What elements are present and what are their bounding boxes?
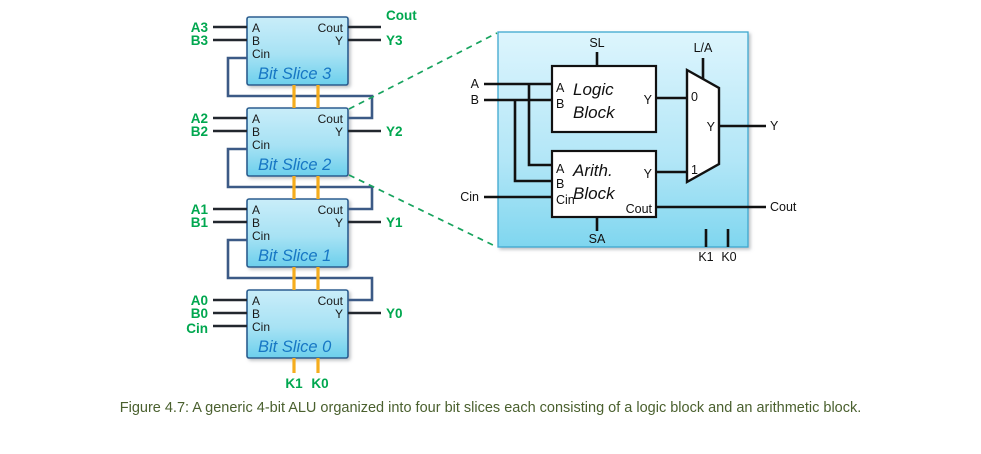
slice-0-pin-y: Y: [335, 307, 343, 321]
arith-block-title-line2: Block: [573, 184, 616, 203]
figure-caption: Figure 4.7: A generic 4-bit ALU organize…: [119, 400, 862, 416]
label-cin-input: Cin: [186, 321, 208, 336]
logic-block-title-line1: Logic: [573, 80, 614, 99]
output-mux-group[interactable]: 0 1 Y L/A: [685, 41, 721, 185]
slice-3-pin-cin: Cin: [252, 47, 270, 61]
label-k0-bottom: K0: [311, 376, 328, 391]
bit-slice-3-group[interactable]: Bit Slice 3 A B Cin Cout Y A3 B3 Cout Y3: [191, 8, 418, 86]
bit-slice-0-title: Bit Slice 0: [258, 338, 332, 356]
carry-wire-0-to-1: [226, 238, 374, 302]
logic-block-pin-y: Y: [644, 93, 653, 107]
arith-block-group[interactable]: Arith. Block A B Cin Y Cout SA: [550, 149, 658, 246]
detail-label-cout: Cout: [770, 200, 797, 214]
bit-slice-1-title: Bit Slice 1: [258, 247, 331, 265]
bit-slice-2-group[interactable]: Bit Slice 2 A B Cin Cout Y A2 B2 Y2: [191, 107, 403, 177]
logic-block-sl-label: SL: [589, 36, 604, 50]
label-y1: Y1: [386, 215, 403, 230]
arith-block-pin-y: Y: [644, 167, 653, 181]
slice-3-pin-b: B: [252, 34, 260, 48]
mux-select-label: L/A: [694, 41, 713, 55]
detail-a-branch-arith: [527, 84, 552, 167]
slice-1-pin-cout: Cout: [318, 203, 344, 217]
logic-block-pin-b: B: [556, 97, 564, 111]
slice-2-pin-cin: Cin: [252, 138, 270, 152]
slice-0-pin-cin: Cin: [252, 320, 270, 334]
detail-b-branch-arith: [513, 100, 552, 183]
label-b2: B2: [191, 124, 208, 139]
slice-3-pin-cout: Cout: [318, 21, 344, 35]
bit-slice-3-box[interactable]: [246, 16, 349, 86]
label-y3: Y3: [386, 33, 403, 48]
detail-label-a: A: [471, 77, 480, 91]
label-b3: B3: [191, 33, 209, 48]
mux-input-0-label: 0: [691, 90, 698, 104]
arith-block-box[interactable]: [550, 149, 658, 219]
mux-input-1-label: 1: [691, 163, 698, 177]
slice-3-pin-a: A: [252, 21, 260, 35]
label-a3: A3: [191, 20, 209, 35]
callout-line-bottom: [348, 174, 498, 248]
bit-slice-1-group[interactable]: Bit Slice 1 A B Cin Cout Y A1 B1 Y1: [191, 198, 403, 268]
label-y0: Y0: [386, 306, 403, 321]
arith-block-sa-label: SA: [589, 232, 606, 246]
slice-0-pin-a: A: [252, 294, 260, 308]
bit-slice-2-box[interactable]: [246, 107, 349, 177]
callout-line-top: [348, 32, 498, 110]
label-a2: A2: [191, 111, 208, 126]
logic-block-title-line2: Block: [573, 103, 616, 122]
detail-label-y: Y: [770, 119, 779, 133]
slice-2-pin-a: A: [252, 112, 260, 126]
detail-label-k0: K0: [721, 250, 736, 264]
arith-block-pin-a: A: [556, 162, 565, 176]
logic-block-box[interactable]: [550, 64, 658, 134]
label-b0: B0: [191, 306, 208, 321]
detail-label-k1: K1: [698, 250, 713, 264]
slice-1-pin-cin: Cin: [252, 229, 270, 243]
label-b1: B1: [191, 215, 209, 230]
slice-2-pin-y: Y: [335, 125, 343, 139]
bit-slice-0-group[interactable]: Bit Slice 0 A B Cin Cout Y A0 B0 Cin Y0: [186, 289, 403, 359]
slice-1-pin-b: B: [252, 216, 260, 230]
bit-slice-3-title: Bit Slice 3: [258, 65, 332, 83]
label-y2: Y2: [386, 124, 403, 139]
label-a1: A1: [191, 202, 209, 217]
arith-block-title-line1: Arith.: [572, 161, 613, 180]
alu-block-diagram: Bit Slice 3 A B Cin Cout Y A3 B3 Cout Y3…: [186, 8, 797, 391]
arith-block-pin-cin: Cin: [556, 193, 575, 207]
slice-1-pin-y: Y: [335, 216, 343, 230]
detail-label-cin: Cin: [460, 190, 479, 204]
carry-wire-1-to-2: [226, 147, 374, 211]
bit-slice-0-box[interactable]: [246, 289, 349, 359]
slice-2-pin-b: B: [252, 125, 260, 139]
bit-slice-detail-panel[interactable]: Logic Block A B Y SL Arith. Block A B Ci…: [460, 31, 797, 264]
mux-shape[interactable]: [685, 67, 721, 185]
slice-0-pin-b: B: [252, 307, 260, 321]
arith-block-pin-b: B: [556, 177, 564, 191]
slice-2-pin-cout: Cout: [318, 112, 344, 126]
arith-block-pin-cout: Cout: [626, 202, 653, 216]
slice-1-pin-a: A: [252, 203, 260, 217]
mux-output-label: Y: [707, 120, 716, 134]
slice-0-pin-cout: Cout: [318, 294, 344, 308]
carry-wire-2-to-3: [226, 56, 374, 120]
logic-block-pin-a: A: [556, 81, 565, 95]
label-cout-top: Cout: [386, 8, 417, 23]
logic-block-group[interactable]: Logic Block A B Y SL: [550, 36, 658, 134]
bit-slice-1-box[interactable]: [246, 198, 349, 268]
detail-label-b: B: [471, 93, 479, 107]
label-a0: A0: [191, 293, 208, 308]
label-k1-bottom: K1: [285, 376, 303, 391]
bit-slice-2-title: Bit Slice 2: [258, 156, 331, 174]
slice-3-pin-y: Y: [335, 34, 343, 48]
